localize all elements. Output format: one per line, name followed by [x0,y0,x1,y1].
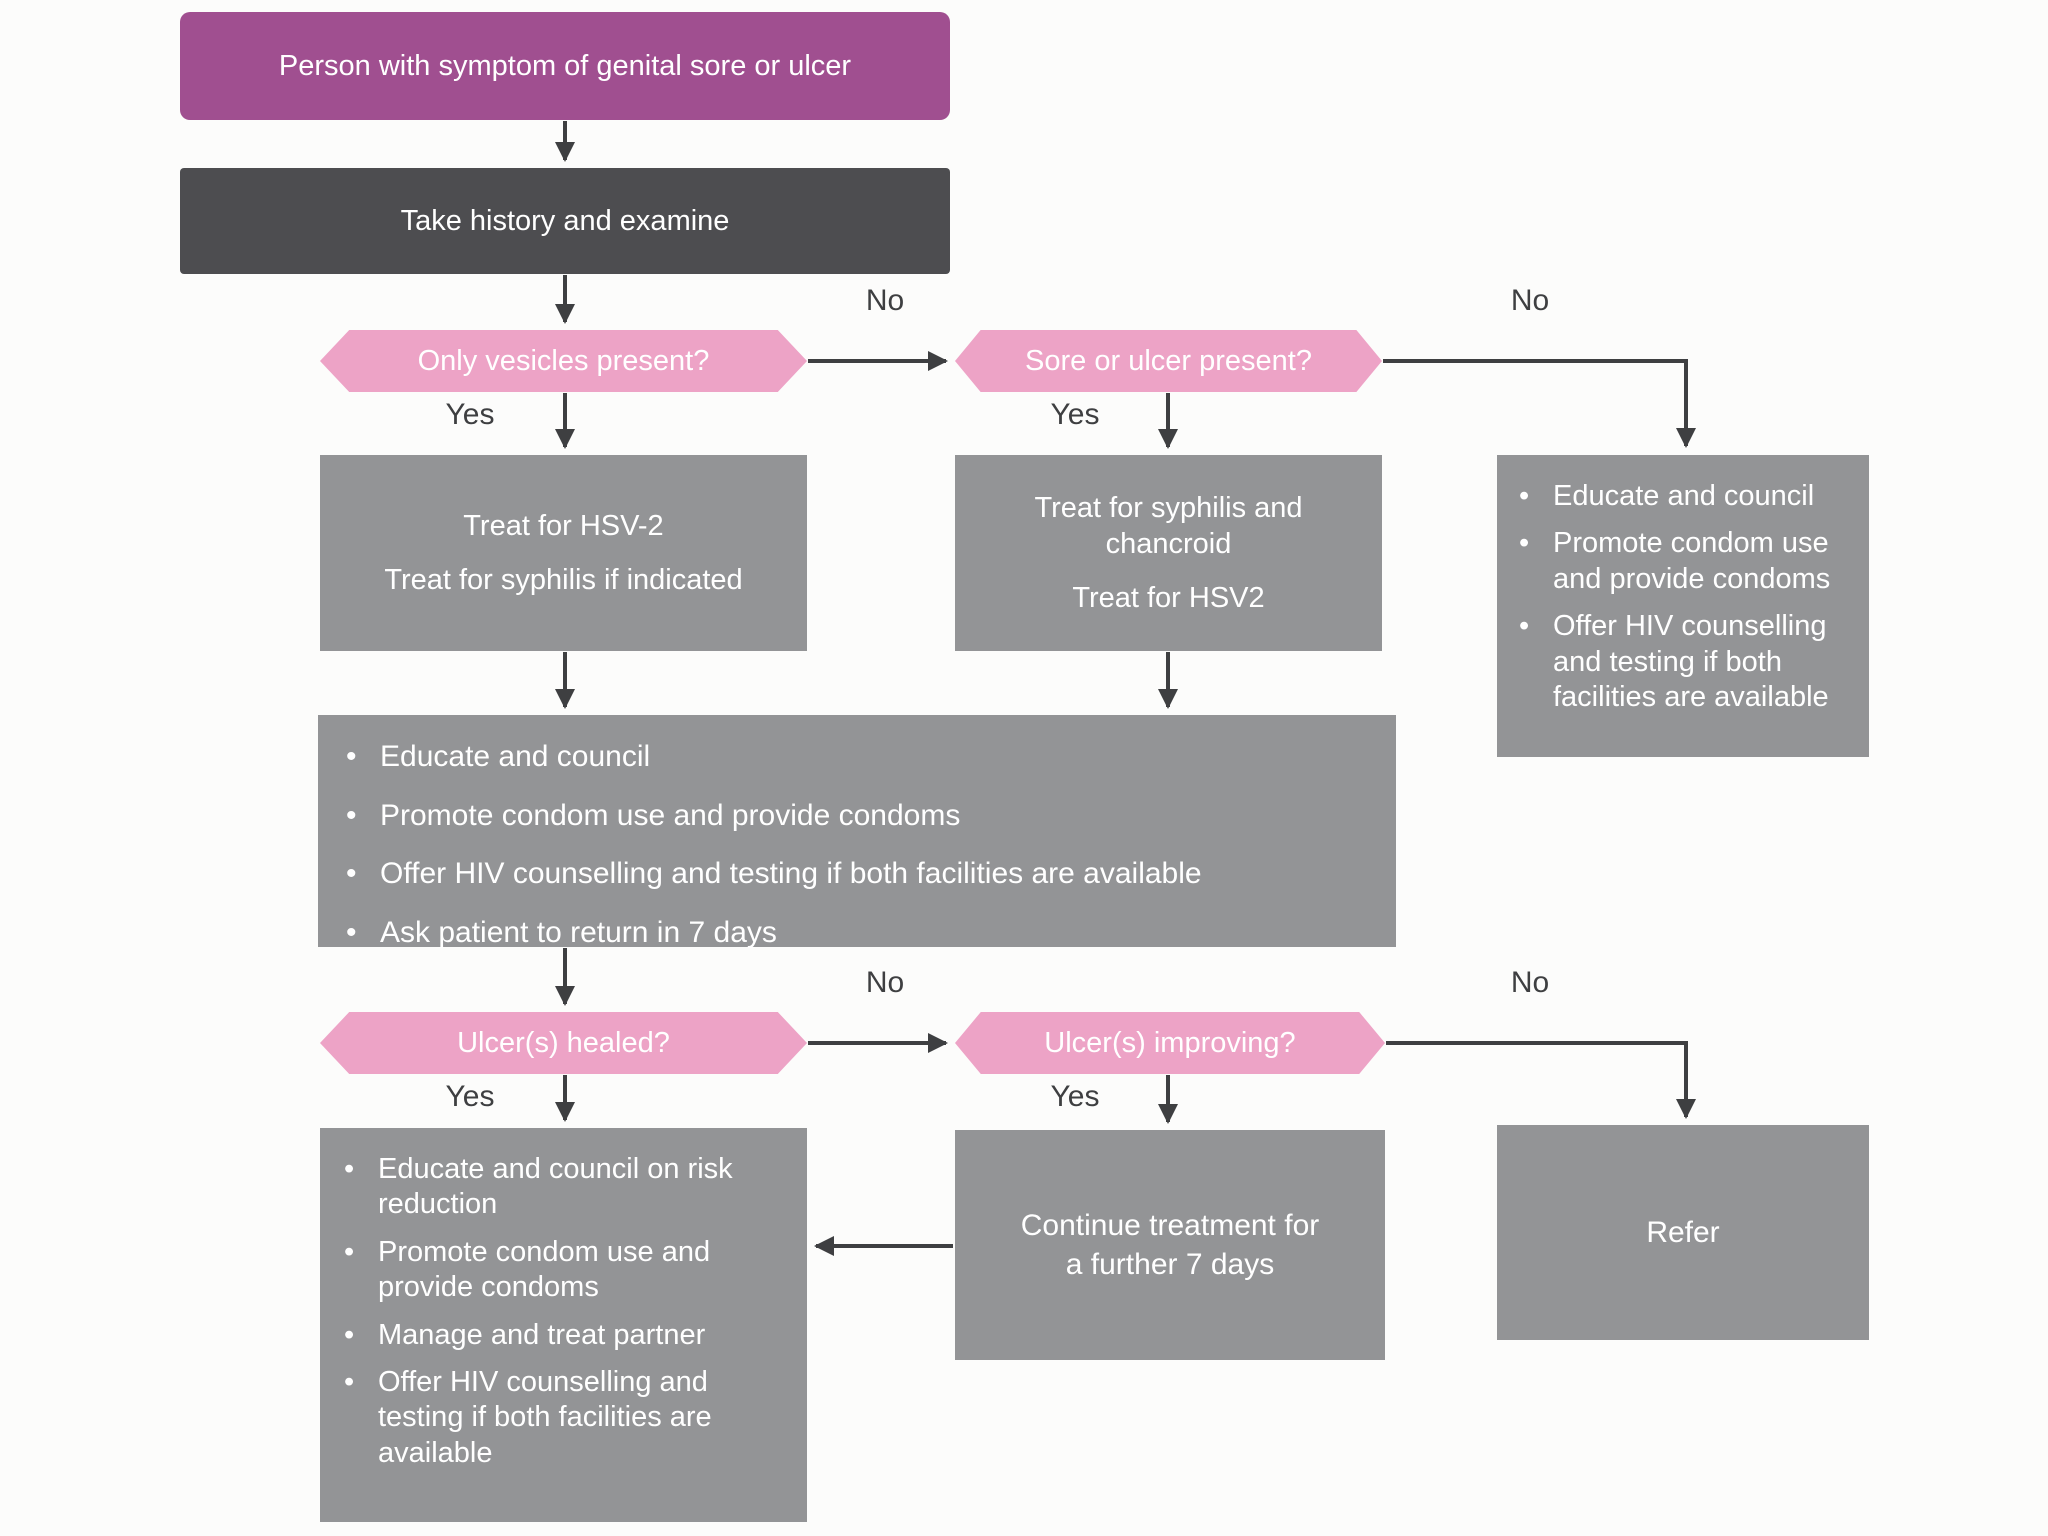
bullet-marker: • [1519,480,1530,512]
decision-ulcers-healed-label: Ulcer(s) healed? [457,1026,670,1059]
edge-label-yes-sore: Yes [1050,398,1100,431]
edge-label-yes-vesicles: Yes [445,398,495,431]
node-take-history: Take history and examine [180,168,950,274]
decision-ulcers-improving-label: Ulcer(s) improving? [1044,1026,1296,1059]
bullet-text: Offer HIV counselling and testing if bot… [1553,610,1829,713]
edge-label-no-vesicles: No [865,284,905,317]
node-educate-bottom: • Educate and council on risk reduction … [320,1128,807,1522]
edge-label-no-sore: No [1510,284,1550,317]
bullet-item: • Manage and treat partner [344,1318,705,1353]
edge-label-yes-improving: Yes [1050,1080,1100,1113]
treat-syphilis-line: Treat for syphilis and chancroid [1034,491,1303,560]
treat-hsv2-line: Treat for syphilis if indicated [384,564,743,596]
bullet-marker: • [346,915,357,949]
bullet-text: Promote condom use and provide condoms [1553,527,1831,595]
arrow-sore-no-to-educate-right [1383,359,1696,448]
node-treat-syphilis-chancroid: Treat for syphilis and chancroid Treat f… [955,455,1382,651]
decision-ulcers-improving: Ulcer(s) improving? [955,1012,1385,1074]
bullet-item: • Educate and council [1519,479,1814,514]
bullet-text: Ask patient to return in 7 days [380,915,777,949]
bullet-item: • Offer HIV counselling and testing if b… [346,856,1202,893]
bullet-item: • Promote condom use and provide condoms [344,1235,789,1306]
bullet-text: Offer HIV counselling and testing if bot… [378,1365,712,1469]
bullet-marker: • [344,1235,355,1268]
bullet-item: • Educate and council on risk reduction [344,1152,789,1223]
bullet-text: Educate and council [380,740,651,773]
bullet-item: • Promote condom use and provide condoms [1519,526,1853,597]
bullet-marker: • [346,798,357,832]
bullet-marker: • [346,857,357,891]
decision-ulcers-healed: Ulcer(s) healed? [320,1012,807,1074]
edge-label-yes-healed: Yes [445,1080,495,1113]
treat-hsv2-line: Treat for HSV-2 [463,509,664,542]
bullet-item: • Promote condom use and provide condoms [346,798,960,835]
bullet-item: • Offer HIV counselling and testing if b… [1519,609,1853,715]
node-treat-hsv2: Treat for HSV-2 Treat for syphilis if in… [320,455,807,651]
bullet-marker: • [346,740,357,773]
node-refer: Refer [1497,1125,1869,1340]
refer-label: Refer [1646,1215,1720,1249]
node-educate-wide: • Educate and council • Promote condom u… [318,715,1396,949]
node-take-history-label: Take history and examine [400,204,730,237]
bullet-marker: • [344,1153,355,1185]
bullet-text: Offer HIV counselling and testing if bot… [380,857,1202,891]
bullet-item: • Offer HIV counselling and testing if b… [344,1365,789,1471]
node-educate-right: • Educate and council • Promote condom u… [1497,455,1869,757]
edge-label-no-healed: No [865,966,905,999]
bullet-item: • Ask patient to return in 7 days [346,915,777,952]
decision-sore-or-ulcer: Sore or ulcer present? [955,330,1382,392]
continue-treatment-label: Continue treatment for a further 7 days [1020,1209,1320,1281]
node-start: Person with symptom of genital sore or u… [180,12,950,120]
decision-sore-or-ulcer-label: Sore or ulcer present? [1025,344,1312,377]
bullet-text: Educate and council on risk reduction [378,1153,733,1221]
bullet-marker: • [344,1365,355,1398]
bullet-marker: • [1519,610,1530,643]
arrow-improving-no-to-refer [1386,1041,1696,1119]
bullet-marker: • [344,1318,355,1351]
edge-label-no-improving: No [1510,966,1550,999]
bullet-text: Manage and treat partner [378,1318,706,1351]
bullet-text: Educate and council [1553,480,1815,512]
decision-only-vesicles: Only vesicles present? [320,330,807,392]
decision-only-vesicles-label: Only vesicles present? [417,344,710,377]
node-continue-treatment: Continue treatment for a further 7 days [955,1130,1385,1360]
bullet-text: Promote condom use and provide condoms [378,1235,711,1304]
treat-syphilis-line: Treat for HSV2 [1072,582,1265,615]
bullet-item: • Educate and council [346,739,650,776]
bullet-text: Promote condom use and provide condoms [380,798,961,832]
bullet-marker: • [1519,527,1530,560]
node-start-label: Person with symptom of genital sore or u… [278,49,852,82]
